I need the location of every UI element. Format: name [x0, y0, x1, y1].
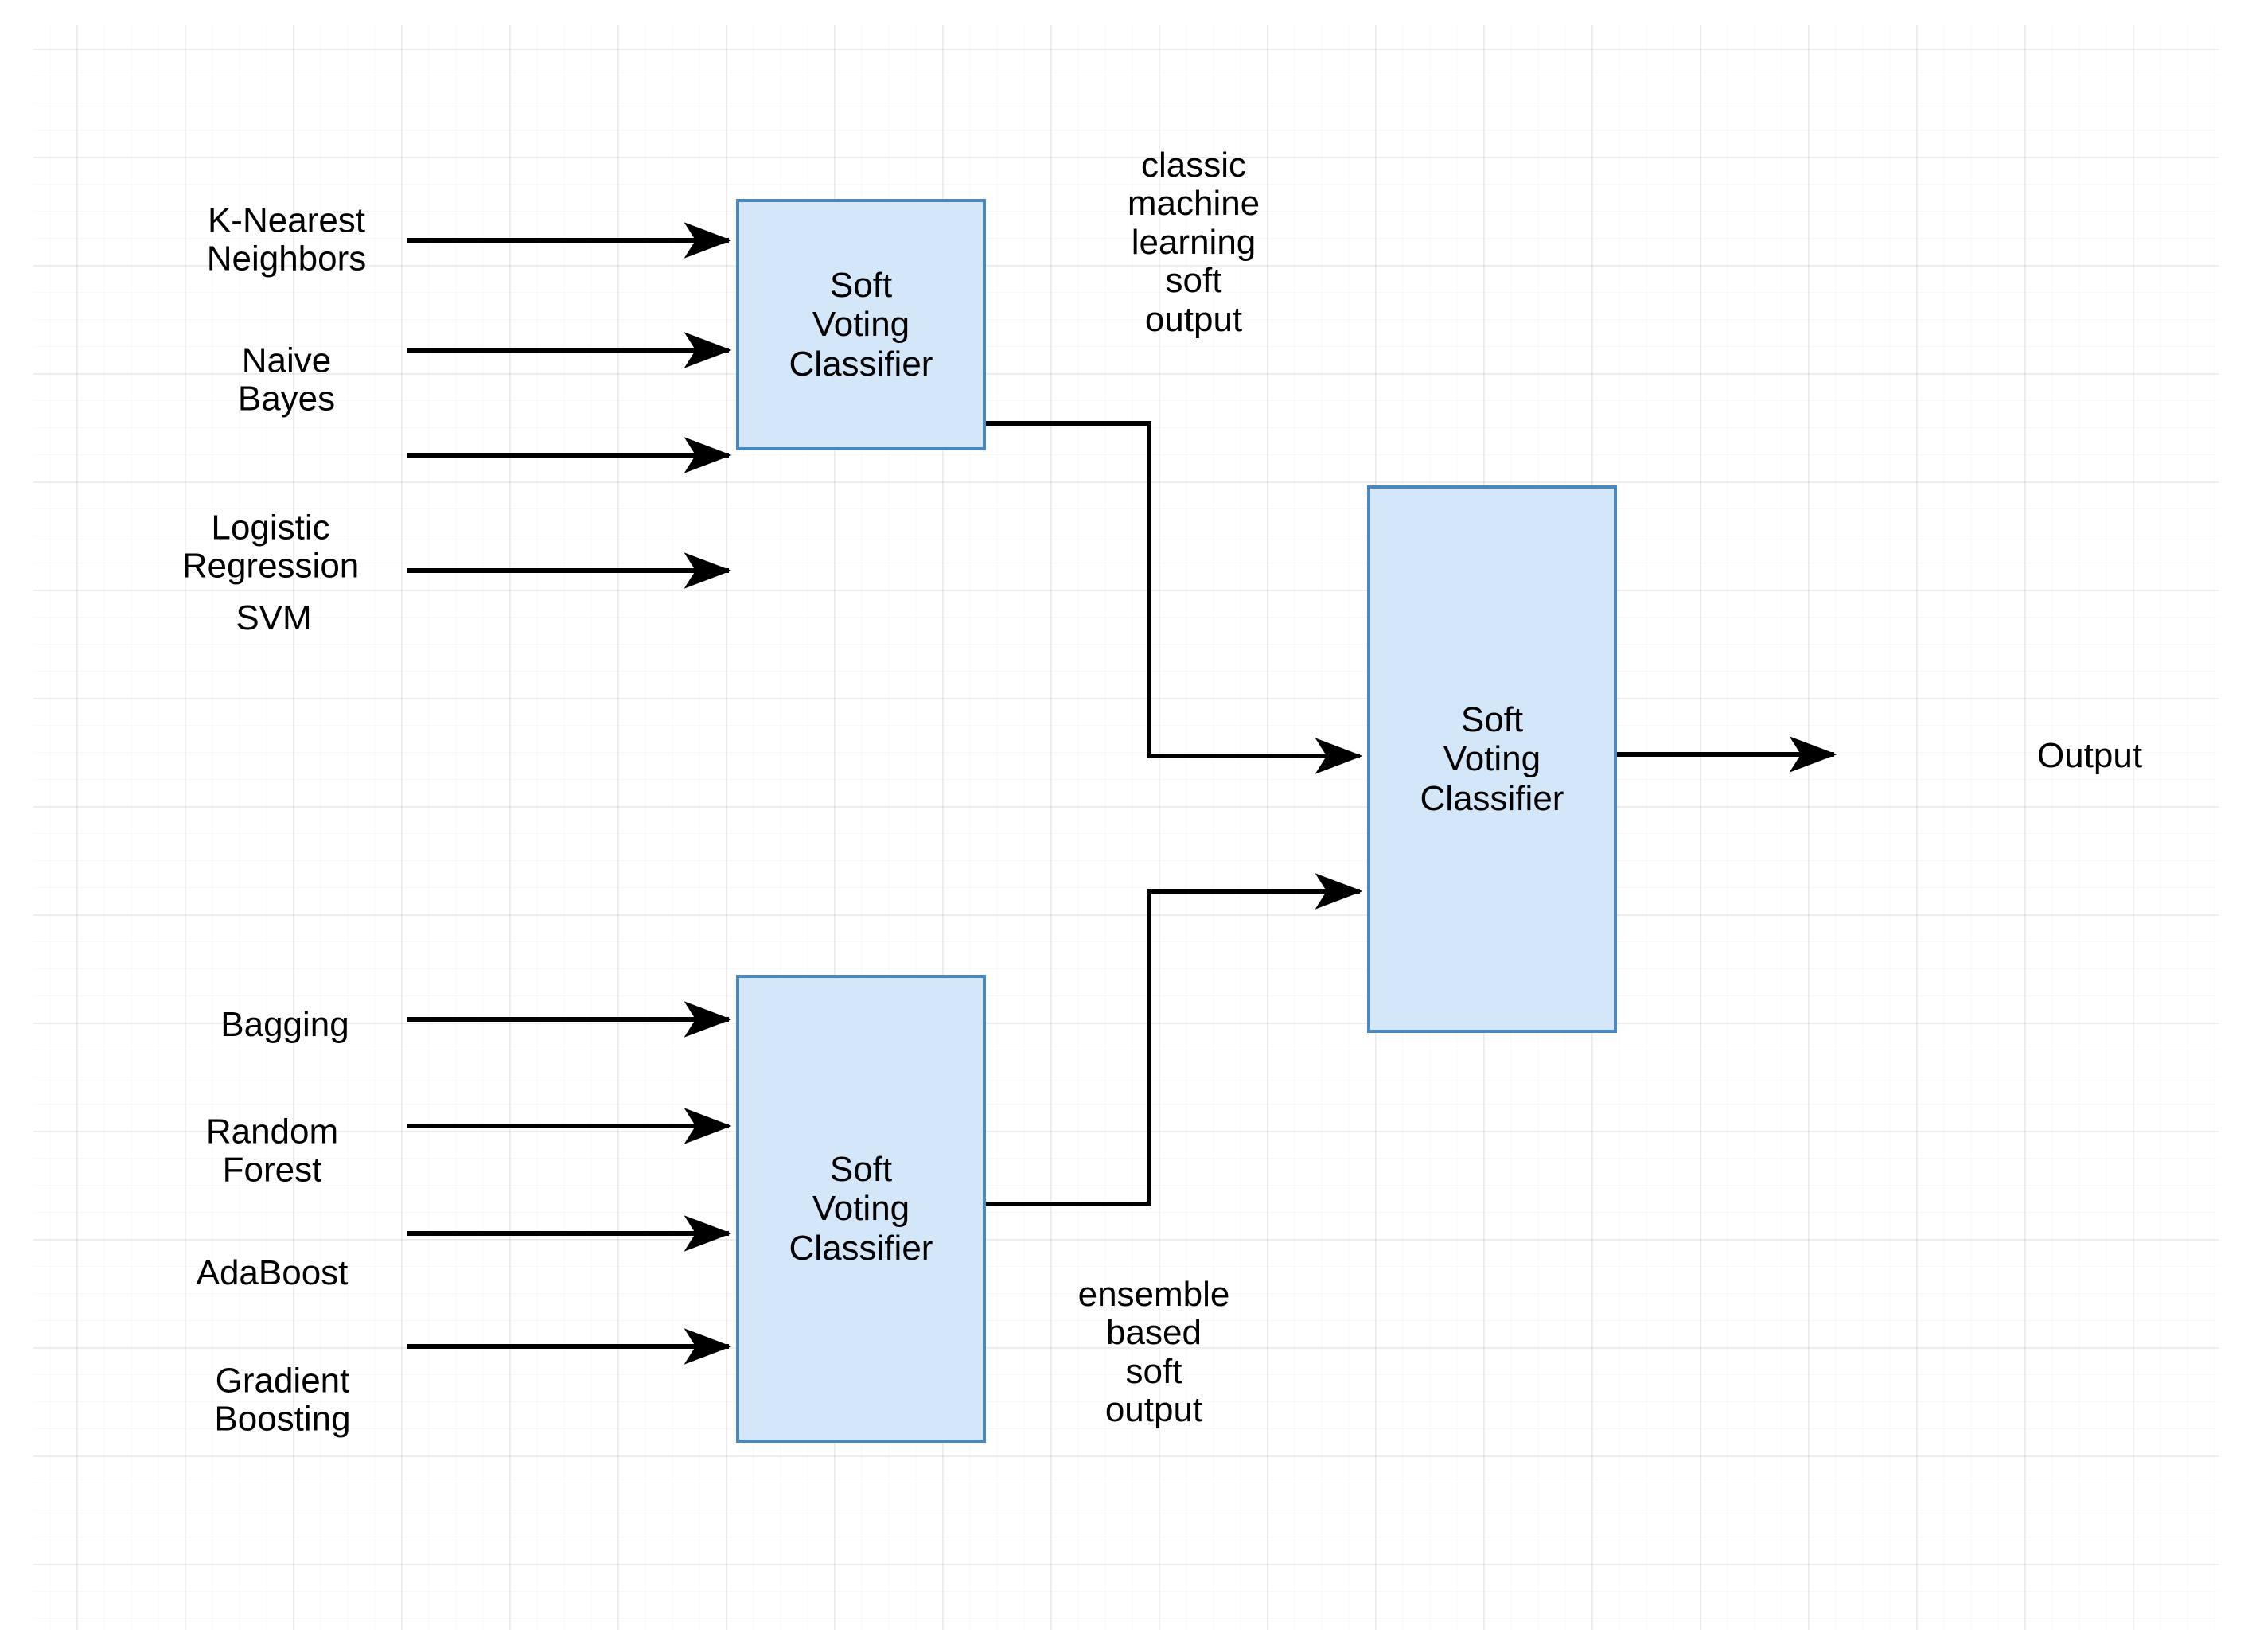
- edge-label-ensemble-soft-output: ensemble based soft output: [1077, 1275, 1230, 1430]
- classic-soft-voting-classifier-box[interactable]: Soft Voting Classifier: [736, 199, 986, 450]
- graph-paper-background: [33, 25, 2219, 1630]
- input-label-logistic-regression: Logistic Regression: [181, 508, 360, 586]
- input-label-k-nearest-neighbors: K-Nearest Neighbors: [206, 201, 367, 279]
- output-terminal-label: Output: [2036, 735, 2143, 775]
- input-label-bagging: Bagging: [220, 1004, 349, 1044]
- input-label-adaboost: AdaBoost: [196, 1253, 349, 1292]
- input-label-svm: SVM: [236, 598, 312, 637]
- input-label-naive-bayes: Naive Bayes: [237, 341, 336, 419]
- ensemble-soft-voting-classifier-box[interactable]: Soft Voting Classifier: [736, 975, 986, 1443]
- input-label-random-forest: Random Forest: [205, 1112, 339, 1190]
- final-soft-voting-classifier-box[interactable]: Soft Voting Classifier: [1367, 485, 1617, 1033]
- edge-label-classic-soft-output: classic machine learning soft output: [1127, 146, 1260, 339]
- input-label-gradient-boosting: Gradient Boosting: [214, 1361, 351, 1439]
